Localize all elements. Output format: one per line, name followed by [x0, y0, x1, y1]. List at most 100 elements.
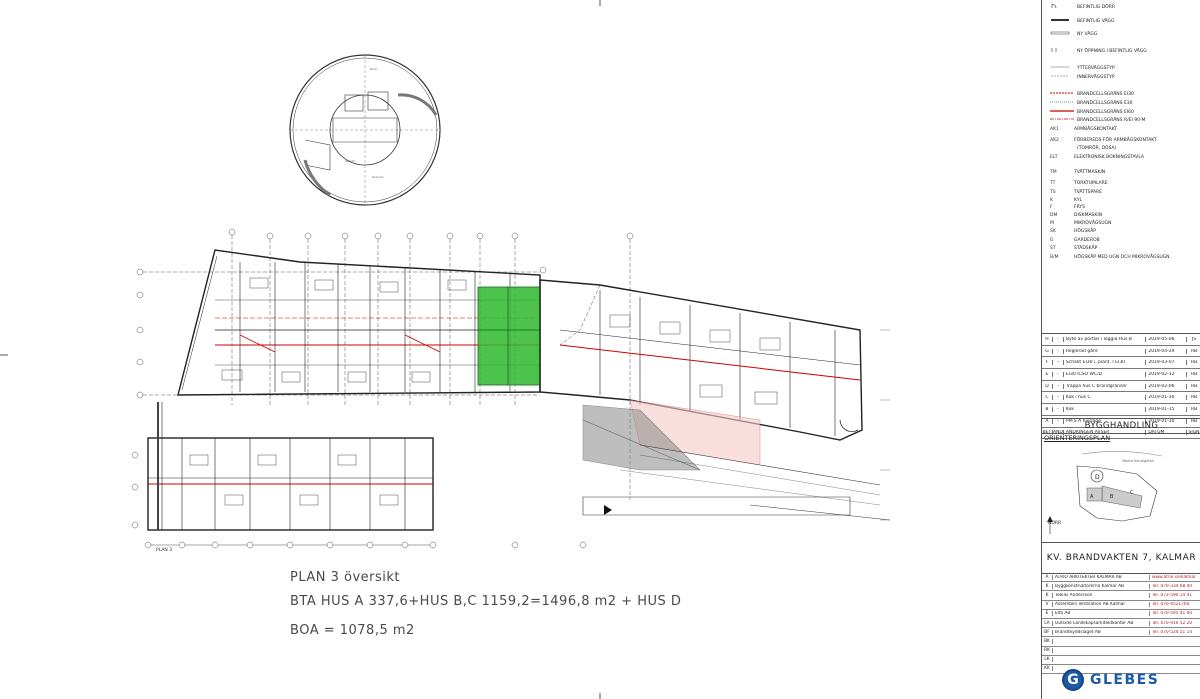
scale-ticks	[880, 329, 890, 521]
consultant-k: A	[1042, 574, 1053, 580]
revision-text: ÄNDRINGEN AVSER	[1064, 430, 1147, 436]
legend-code: DM	[1050, 213, 1058, 218]
legend-label: GARDEROB	[1074, 238, 1100, 243]
revision-mark: -	[1053, 360, 1064, 366]
legend-label: KYL	[1074, 198, 1083, 203]
building-block-upper	[177, 249, 541, 396]
legend-label: BRANDCELLSGRÄNS E30	[1077, 100, 1133, 106]
north-label: NORR	[1048, 521, 1062, 526]
svg-text:Sovrum: Sovrum	[372, 175, 384, 179]
legend-item: BRANDCELLSGRÄNS R/EI 90-M	[1050, 116, 1145, 124]
legend-code: ELT	[1050, 155, 1058, 160]
consultant-firm: Outside Landskapsarkitektkontor AB	[1053, 620, 1150, 626]
consultant-k: V	[1042, 602, 1053, 608]
legend-label: MIKROVÅGSUGN	[1074, 221, 1112, 226]
legend-label: TVÄTTSPARE	[1074, 190, 1103, 195]
revision-sign: RB	[1190, 418, 1198, 424]
plan-notes: PLAN 3 översikt BTA HUS A 337,6+HUS B,C …	[290, 570, 681, 638]
orient-street: Västra Kanalgatan	[1122, 459, 1154, 463]
revision-mark: -	[1053, 418, 1064, 424]
revision-code: C	[1042, 395, 1053, 401]
legend-label: HÖGSKÅP MED UGN OCH MIKROVÅGSUGN	[1074, 255, 1170, 260]
fire-rei90-icon	[1050, 116, 1074, 124]
consultant-k: BF	[1042, 629, 1053, 635]
revision-sign: RB	[1190, 371, 1198, 377]
revision-sign: JS	[1191, 336, 1197, 342]
revision-mark: -	[1053, 395, 1064, 401]
consultant-tel: Tel. 070-910 52 20	[1152, 620, 1193, 626]
revision-code: A	[1042, 418, 1053, 424]
consultant-row: BK	[1042, 637, 1200, 647]
wall-existing-icon	[1050, 17, 1072, 25]
revision-text: Schakt EI30 i, plant. I EI30	[1064, 360, 1147, 366]
legend-label: HÖGSKÅP	[1074, 229, 1097, 234]
revision-sign: RB	[1190, 360, 1198, 366]
revision-date: 2019-01-15	[1146, 406, 1188, 412]
revision-code: BET	[1042, 430, 1053, 436]
revision-date: 2019-01-10	[1146, 418, 1188, 424]
fire-e30-icon	[1050, 99, 1074, 107]
svg-text:Rum: Rum	[370, 67, 377, 71]
consultant-k: K	[1042, 583, 1053, 589]
legend-code: TM	[1050, 170, 1057, 175]
revision-text: Kök i hus C	[1064, 395, 1147, 401]
consultant-k: LK	[1042, 657, 1053, 663]
grid-axes-bottom	[144, 541, 587, 549]
tower-plan: Rum Allrum Sovrum	[289, 54, 441, 206]
logo-text: GLEBES	[1090, 672, 1160, 688]
legend-label: BEFINTLIG DÖRR	[1077, 4, 1115, 10]
north-arrow-icon	[1047, 516, 1053, 522]
legend-code: B/M	[1050, 255, 1059, 260]
consultant-k: E	[1042, 611, 1053, 617]
consultant-firm: ATRIO ARKITEKTER KALMAR AB	[1053, 574, 1150, 580]
consultant-tel: Tel. 070-595 41 00	[1152, 611, 1193, 617]
orientation-title: ORIENTERINGSPLAN	[1044, 434, 1111, 442]
consultant-firm: Byggkonstruktörerna Kalmar AB	[1053, 583, 1150, 589]
consultant-row: KK	[1042, 665, 1200, 675]
legend-code: K	[1050, 198, 1053, 203]
revision-text: Trappa hus C brandgränser	[1064, 383, 1147, 389]
consultant-tel: Tel. 070-334 68 40	[1152, 583, 1193, 589]
legend-label: NY ÖPPNING I BEFINTLIG VÄGG	[1077, 48, 1147, 54]
legend-label: ELEKTRONISK BOKNINGSTAVLA	[1074, 155, 1145, 160]
revision-text: Byte av portlar i loggia Hus B	[1064, 336, 1147, 342]
legend-label: INNERVÄGGSTYP	[1077, 74, 1115, 80]
legend-label: STÄDSKÅP	[1074, 246, 1098, 251]
legend-label: BRANDCELLSGRÄNS EI60	[1077, 109, 1134, 115]
revision-code: D	[1042, 383, 1053, 389]
courtyard-area	[582, 399, 891, 521]
legend-item: B/M HÖGSKÅP MED UGN OCH MIKROVÅGSUGN	[1050, 255, 1170, 260]
consultant-k: KK	[1042, 666, 1053, 672]
legend-code: F	[1050, 205, 1053, 210]
legend-label: BRANDCELLSGRÄNS R/EI 90-M	[1077, 117, 1146, 123]
fire-ei30-icon	[1050, 90, 1074, 98]
revision-date: 2019-05-06	[1146, 336, 1188, 342]
revision-sign: RB	[1190, 348, 1198, 354]
revision-code: H	[1042, 336, 1053, 342]
legend-label: NY VÄGG	[1077, 31, 1098, 37]
logo-mark-icon: G	[1062, 669, 1084, 691]
legend-item: BRANDCELLSGRÄNS EI30	[1050, 90, 1134, 98]
legend-item: BRANDCELLSGRÄNS E30	[1050, 99, 1133, 107]
